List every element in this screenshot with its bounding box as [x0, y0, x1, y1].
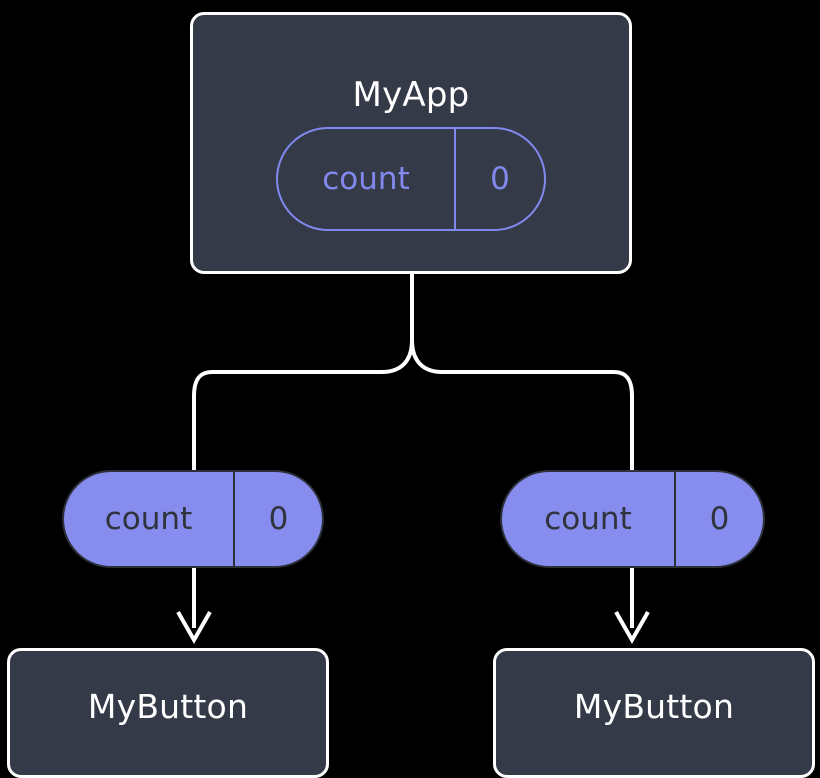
edge-fork-left: [192, 339, 414, 470]
edge-fork-right: [410, 339, 634, 470]
state-pill-root-name: count: [278, 129, 456, 229]
state-pill-root-value: 0: [490, 161, 510, 197]
state-pill-child-0-name: count: [64, 472, 235, 566]
arrow-head-left-icon: [176, 611, 212, 645]
component-node-mybutton-1[interactable]: MyButton: [493, 648, 815, 778]
state-pill-child-1-value: 0: [709, 501, 730, 537]
component-node-mybutton-0[interactable]: MyButton: [7, 648, 329, 778]
arrow-head-right-icon: [614, 611, 650, 645]
component-label-mybutton-1: MyButton: [573, 687, 735, 726]
component-label-mybutton-0: MyButton: [87, 687, 249, 726]
state-pill-root[interactable]: count 0: [276, 127, 546, 231]
state-pill-child-1[interactable]: count 0: [500, 470, 765, 568]
component-label-myapp: MyApp: [352, 75, 470, 115]
state-pill-child-1-name: count: [502, 472, 676, 566]
state-pill-child-0[interactable]: count 0: [62, 470, 324, 568]
state-pill-child-0-value: 0: [268, 501, 289, 537]
